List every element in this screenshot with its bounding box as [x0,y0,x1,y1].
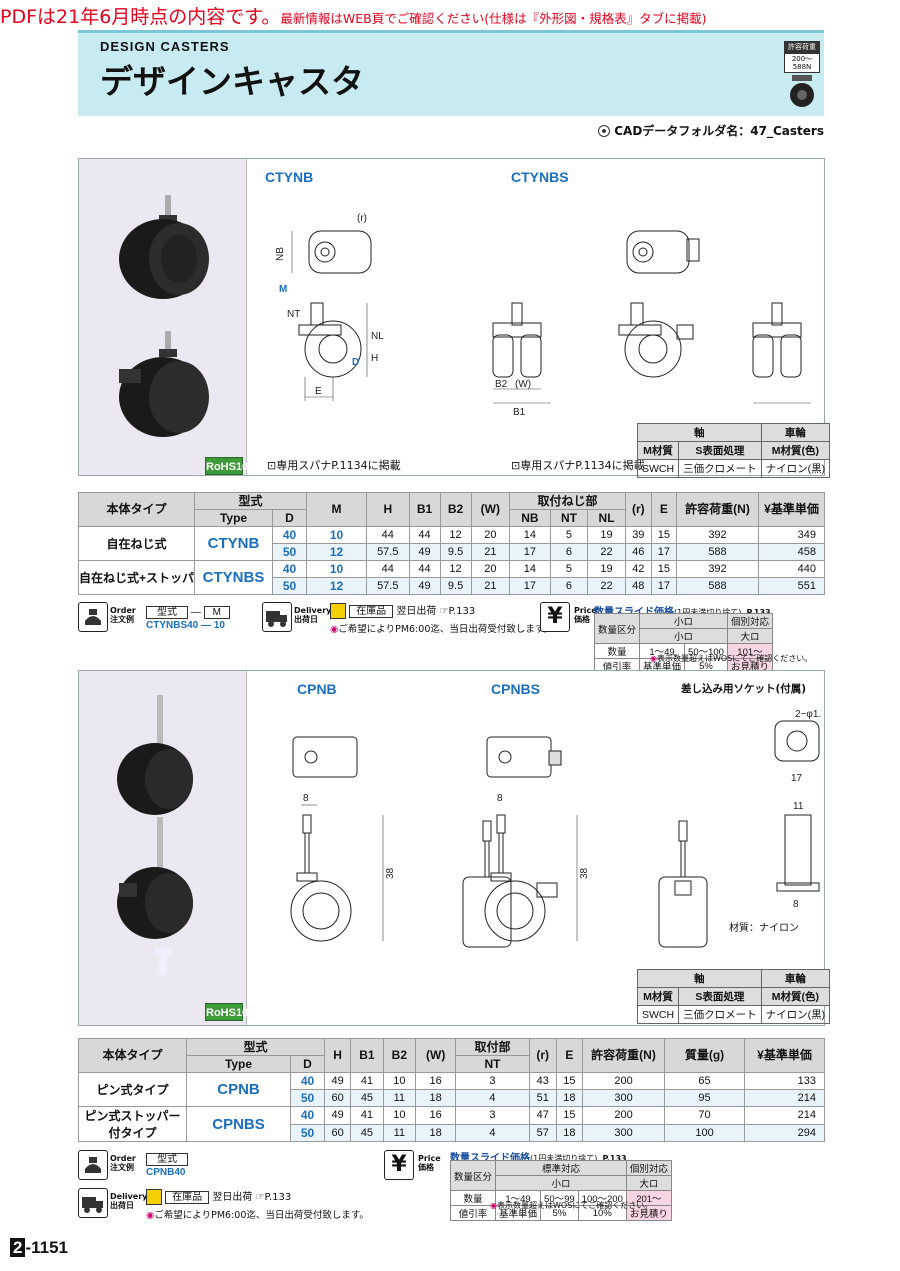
svg-text:8: 8 [303,793,309,804]
delivery-truck-icon [262,602,292,632]
wrench-icon-2: ⊡ [511,459,521,472]
h-label: H [371,353,378,364]
wrench-note-2: ⊡専用スパナP.1134に掲載 [511,459,645,472]
notice-sub: 最新情報はWEB頁でご確認ください(仕様は『外形図・規格表』タブに掲載) [280,11,707,26]
table-row: 50 60 45 11 18 4 51 18 300 95 214 [79,1089,825,1107]
table-row: 50 12 57.5 49 9.5 21 17 6 22 48 17 588 5… [79,577,825,595]
model-title-cpnb: CPNB [297,681,337,697]
m-label: M [279,284,287,295]
cpnb-photo: RoHS10 [79,671,248,1025]
nb-label: NB [275,247,286,261]
e-label: E [315,386,322,397]
notice-main: PDFは21年6月時点の内容です。 [0,6,281,28]
order-phone-icon [78,602,108,632]
table-row: 自在ねじ式 CTYNB 40 10 44 44 12 20 14 5 19 39… [77,526,825,561]
cad-folder: CADデータフォルダ名：47_Casters [598,122,824,139]
model-title-ctynb: CTYNB [265,169,314,185]
svg-text:2−φ1.7: 2−φ1.7 [795,709,822,720]
delivery-info-2: 在庫品 翌日出荷 ☞P.133 ◉ご希望によりPM6:00迄、当日出荷受付致しま… [146,1188,369,1221]
cad-folder-label: CADデータフォルダ名：47_Casters [614,124,824,138]
svg-text:38: 38 [385,867,396,879]
table-row: 50 12 57.5 49 9.5 21 17 6 22 46 17 588 4… [79,543,825,561]
load-range: 200〜588N [784,53,820,73]
d-label: D [352,357,359,368]
title-en: DESIGN CASTERS [100,39,230,54]
model-title-ctynbs: CTYNBS [511,169,569,185]
ctynb-spec-table: 本体タイプ 型式 M H B1 B2 (W) 取付ねじ部 (r) E 許容荷重(… [77,492,825,595]
b2-label: B2 [495,379,508,390]
ctynb-drawing: NB (r) E D M NL H NT B2 (W) B1 [275,213,811,418]
stock-box-icon [330,603,346,619]
ctynb-photo: RoHS10 [79,159,248,475]
svg-text:8: 8 [793,899,799,910]
rohs-badge: RoHS10 [205,457,248,475]
pin-caster-photo-icon [117,695,193,975]
load-capacity-badge: 許容荷重 200〜588N [784,41,820,113]
table-row: 自在ねじ式+ストッパ CTYNBS 40 10 44 44 12 20 14 5… [77,560,825,595]
ctynb-panel: RoHS10 CTYNB CTYNBS NB (r) E D M NL H NT… [78,158,831,478]
cad-disc-icon [598,125,611,137]
table-row: ピン式タイプ CPNB 40 49 41 10 16 3 43 15 200 6… [78,1072,825,1107]
delivery-truck-icon-2 [78,1188,108,1218]
wrench-icon: ⊡ [267,459,277,472]
order-example-2: 型式 CPNB40 [146,1150,188,1178]
page-number: 2-1151 [10,1238,68,1258]
price-footnote-2: ◉表示数量超えはWOSにてご確認ください。 [490,1201,653,1210]
pdf-notice: PDFは21年6月時点の内容です。最新情報はWEB頁でご確認ください(仕様は『外… [0,2,900,28]
clock-icon-2: ◉ [146,1210,155,1221]
svg-text:8: 8 [497,793,503,804]
stock-box-icon-2 [146,1189,162,1205]
model-title-cpnbs: CPNBS [491,681,541,697]
table-row: 50 60 45 11 18 4 57 18 300 100 294 [79,1123,825,1142]
cpnb-drawing: 8 38 8 38 2−φ1.7 18 17 11 33 8 [290,709,822,948]
clock-icon: ◉ [330,624,339,635]
book-icon-2: ☞ [255,1192,265,1203]
b1-label: B1 [513,407,526,418]
delivery-info: 在庫品 翌日出荷 ☞P.133 ◉ご希望によりPM6:00迄、当日出荷受付致しま… [330,602,553,635]
r-label: (r) [357,213,367,224]
book-icon: ☞ [439,606,449,617]
wrench-note: ⊡専用スパナP.1134に掲載 [267,459,401,472]
cpnb-spec-table: 本体タイプ 型式 H B1 B2 (W) 取付部 (r) E 許容荷重(N) 質… [78,1038,825,1142]
price-slide-title-2: 数量スライド価格(1円未満切り捨て) P.133 [450,1153,627,1164]
socket-title: 差し込み用ソケット(付属) [681,683,807,695]
svg-text:11: 11 [793,801,804,812]
caster-badge-icon [790,75,814,107]
rohs-badge-2: RoHS10 [205,1003,248,1021]
svg-text:38: 38 [579,867,590,879]
price-slide-title: 数量スライド価格(1円未満切り捨て) P.133 [594,607,771,618]
page-title: デザインキャスタ [100,62,364,101]
order-phone-icon-2 [78,1150,108,1180]
price-yen-icon: ¥ [540,602,570,632]
table-row: ピン式ストッパー付タイプ CPNBS 40 49 41 10 16 3 47 1… [78,1106,825,1142]
page-header: DESIGN CASTERS デザインキャスタ 許容荷重 200〜588N [78,30,824,116]
svg-text:17: 17 [791,773,803,784]
cpnb-panel: RoHS10 CPNB CPNBS 差し込み用ソケット(付属) 8 38 8 3… [78,670,831,1026]
socket-material: 材質：ナイロン [729,923,799,934]
price-footnote: ◉表示数量超えはWOSにてご確認ください。 [650,654,813,663]
price-yen-icon-2: ¥ [384,1150,414,1180]
w-label: (W) [515,379,531,390]
nt-label: NT [287,309,300,320]
load-label: 許容荷重 [784,41,820,53]
caster-photo-icon [119,195,209,437]
order-example: 型式 — M CTYNBS40 — 10 [146,603,230,631]
nl-label: NL [371,331,384,342]
